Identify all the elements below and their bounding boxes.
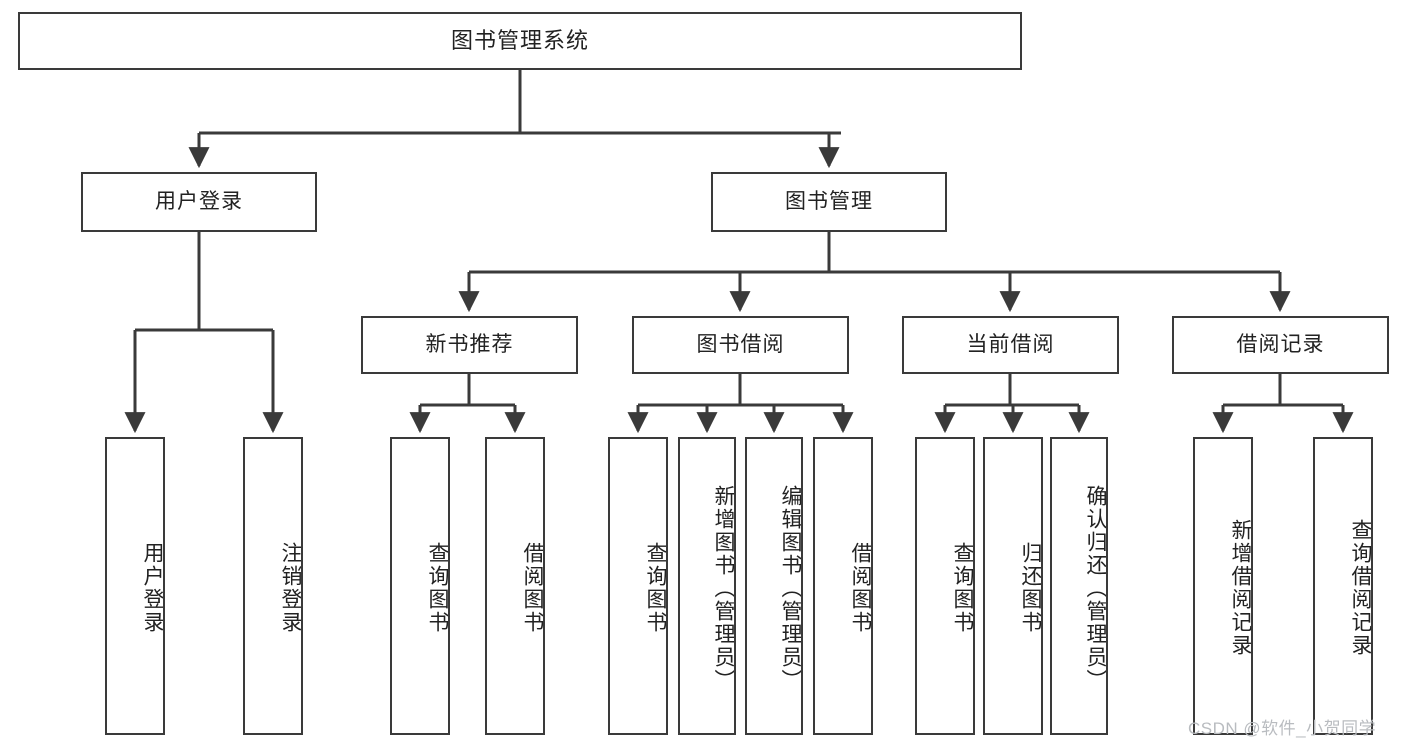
node-leaf-add-record[interactable]: 新增借阅记录: [1193, 437, 1253, 735]
node-current-borrow[interactable]: 当前借阅: [902, 316, 1119, 374]
node-leaf-query-book-2[interactable]: 查询图书: [608, 437, 668, 735]
node-leaf-query-book-1[interactable]: 查询图书: [390, 437, 450, 735]
node-leaf-query-book-3[interactable]: 查询图书: [915, 437, 975, 735]
node-leaf-user-login[interactable]: 用户登录: [105, 437, 165, 735]
node-root[interactable]: 图书管理系统: [18, 12, 1022, 70]
node-book-manage[interactable]: 图书管理: [711, 172, 947, 232]
node-borrow-record[interactable]: 借阅记录: [1172, 316, 1389, 374]
node-user-login[interactable]: 用户登录: [81, 172, 317, 232]
node-leaf-return-book[interactable]: 归还图书: [983, 437, 1043, 735]
node-leaf-logout[interactable]: 注销登录: [243, 437, 303, 735]
node-new-book-rec[interactable]: 新书推荐: [361, 316, 578, 374]
node-leaf-confirm-return[interactable]: 确认归还（管理员）: [1050, 437, 1108, 735]
node-leaf-edit-book[interactable]: 编辑图书（管理员）: [745, 437, 803, 735]
csdn-watermark: CSDN @软件_小贺同学: [1188, 719, 1377, 738]
node-leaf-borrow-book-1[interactable]: 借阅图书: [485, 437, 545, 735]
node-leaf-query-record[interactable]: 查询借阅记录: [1313, 437, 1373, 735]
node-book-borrow[interactable]: 图书借阅: [632, 316, 849, 374]
node-leaf-borrow-book-2[interactable]: 借阅图书: [813, 437, 873, 735]
node-leaf-add-book[interactable]: 新增图书（管理员）: [678, 437, 736, 735]
